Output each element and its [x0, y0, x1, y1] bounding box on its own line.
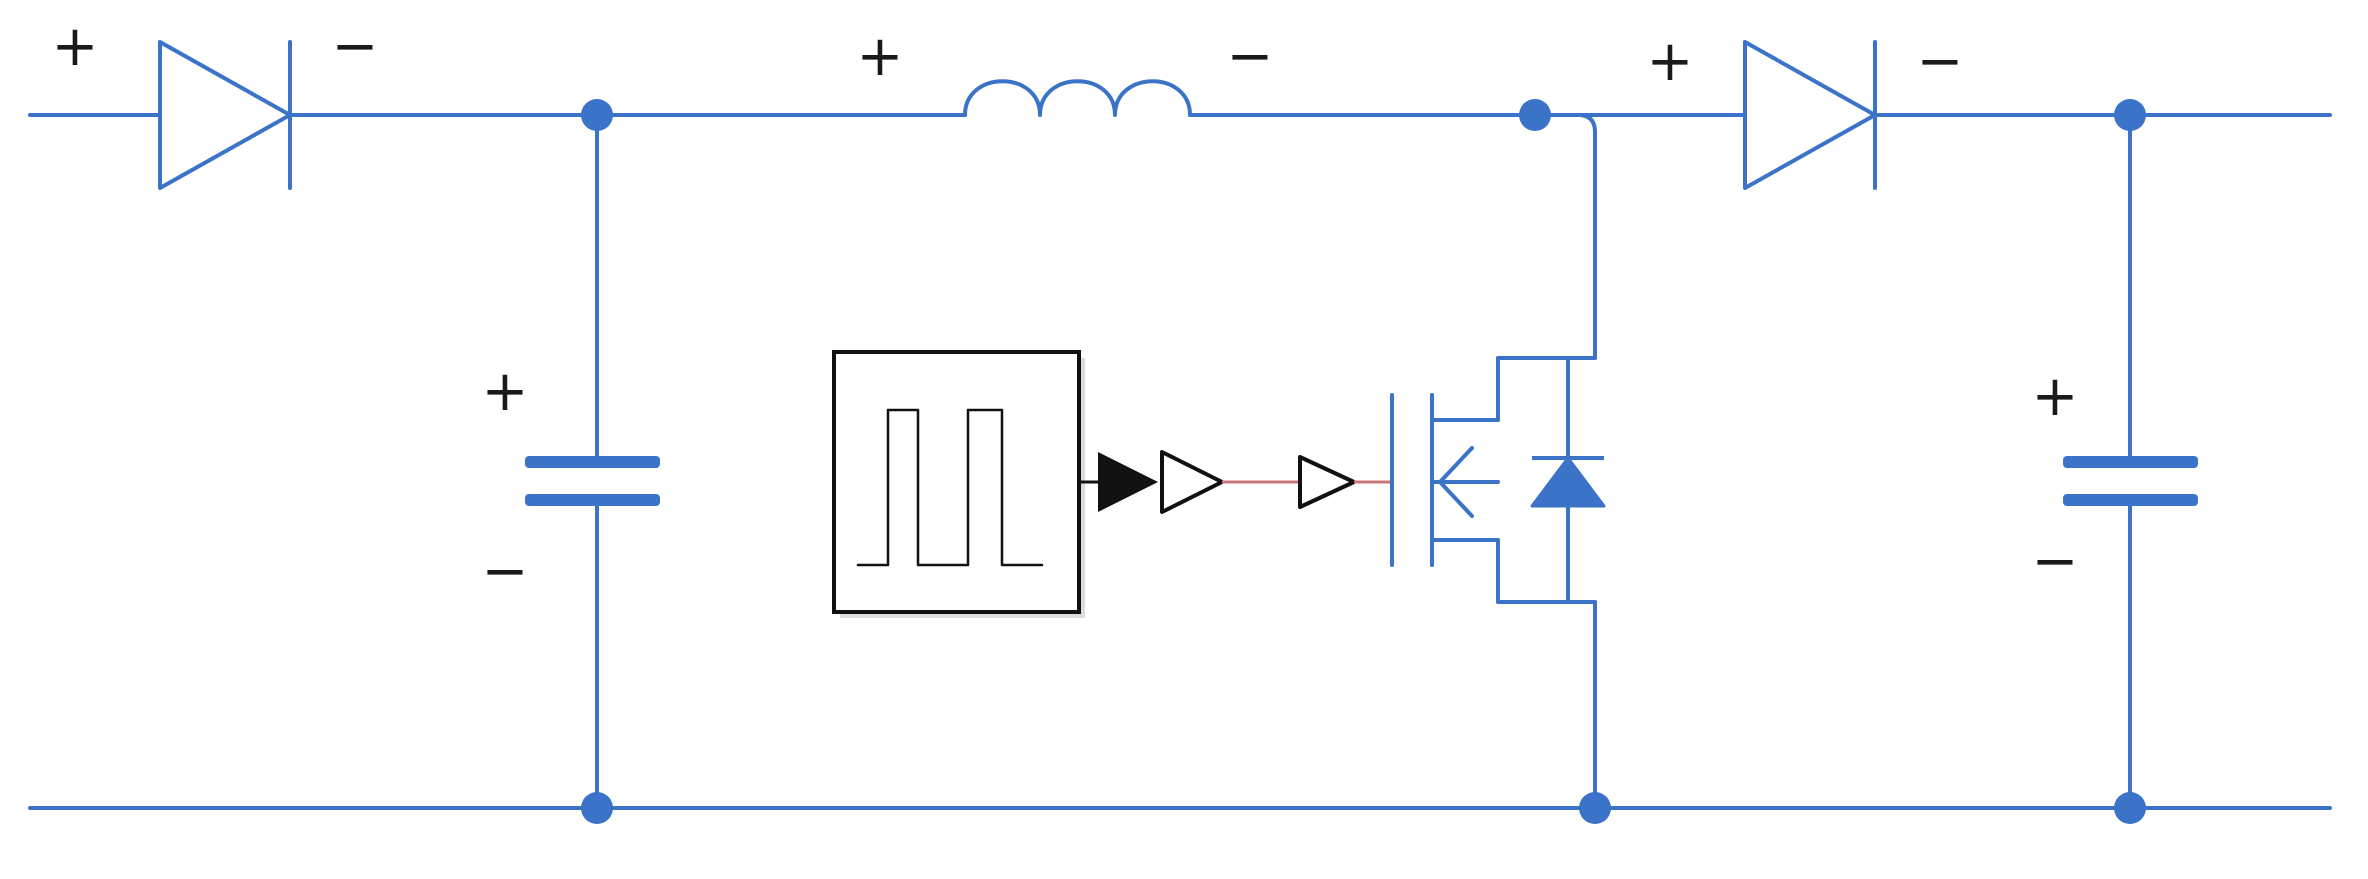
- arrowhead-icon: [1098, 452, 1158, 512]
- polarity-minus-label: −: [482, 539, 529, 604]
- capacitor-plate-bottom: [525, 494, 660, 506]
- diode-icon: [158, 40, 292, 190]
- mosfet[interactable]: [1390, 356, 1597, 604]
- junction-node[interactable]: [1519, 99, 1551, 131]
- polarity-minus-label: −: [1917, 29, 1964, 94]
- capacitor-plate-top: [2063, 456, 2198, 468]
- polarity-minus-label: −: [1227, 24, 1274, 89]
- wire-node-to-mosfet-drain[interactable]: [1533, 113, 1597, 360]
- polarity-labels: + − + − + − + − + −: [52, 14, 2079, 604]
- junctions: [581, 99, 2146, 824]
- capacitor-plate-bottom: [2063, 494, 2198, 506]
- junction-node[interactable]: [581, 792, 613, 824]
- junction-node[interactable]: [2114, 99, 2146, 131]
- polarity-plus-label: +: [52, 14, 99, 79]
- mosfet-source-connection: [1430, 538, 1597, 604]
- diode-icon: [1530, 456, 1606, 508]
- pulse-generator[interactable]: [832, 350, 1098, 618]
- arrowhead-icon: [1298, 455, 1356, 509]
- polarity-minus-label: −: [2032, 529, 2079, 594]
- signal-converter[interactable]: [1098, 450, 1390, 514]
- junction-node[interactable]: [581, 99, 613, 131]
- diode-icon: [1743, 40, 1877, 190]
- mosfet-icon: [1390, 356, 1597, 604]
- capacitor-output[interactable]: [2063, 456, 2198, 506]
- polarity-plus-label: +: [482, 359, 529, 424]
- capacitor-plate-top: [525, 456, 660, 468]
- polarity-plus-label: +: [2032, 364, 2079, 429]
- polarity-minus-label: −: [332, 14, 379, 79]
- diode-input[interactable]: [158, 40, 292, 190]
- wires: [28, 113, 2332, 810]
- body-diode[interactable]: [1530, 456, 1606, 508]
- square-wave-icon: [856, 408, 1044, 567]
- arrowhead-icon: [1160, 450, 1224, 514]
- capacitor-input[interactable]: [525, 456, 660, 506]
- mosfet-arrow-icon: [1438, 446, 1474, 518]
- junction-node[interactable]: [2114, 792, 2146, 824]
- polarity-plus-label: +: [1647, 29, 1694, 94]
- junction-node[interactable]: [1579, 792, 1611, 824]
- mosfet-drain-connection: [1430, 356, 1597, 422]
- diode-output[interactable]: [1743, 40, 1877, 190]
- inductor[interactable]: [963, 79, 1192, 117]
- inductor-icon: [963, 79, 1192, 117]
- block-body: [832, 350, 1081, 614]
- polarity-plus-label: +: [857, 24, 904, 89]
